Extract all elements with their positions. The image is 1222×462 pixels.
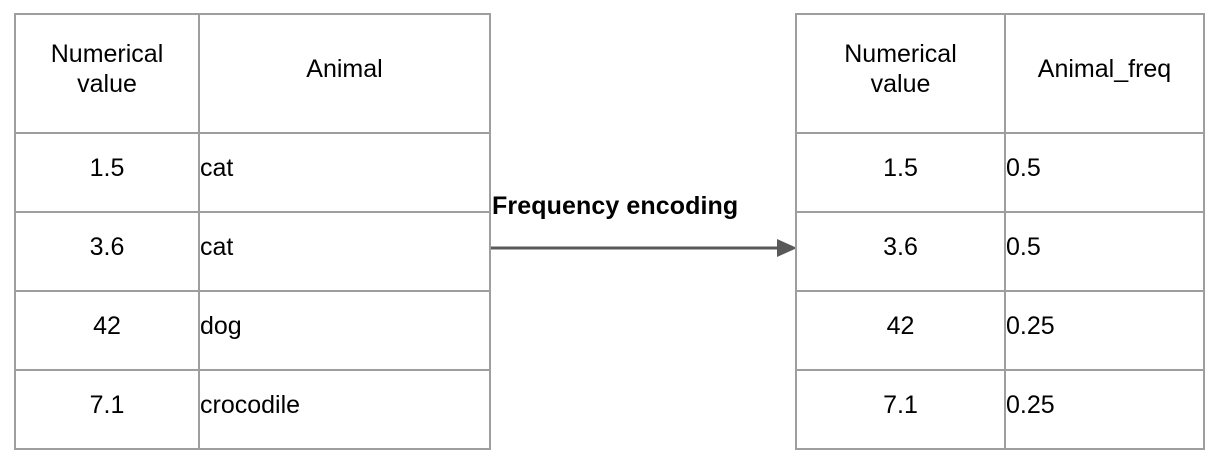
table-row: 3.6 cat [14, 211, 491, 292]
cell-numerical-value: 3.6 [14, 211, 200, 292]
column-header-animal-freq: Animal_freq [1004, 13, 1205, 134]
header-line-1: Numerical [50, 40, 164, 68]
cell-text: 42 [886, 311, 915, 340]
cell-text: dog [200, 311, 242, 340]
cell-text: 7.1 [89, 390, 125, 419]
table-row: 7.1 crocodile [14, 369, 491, 450]
header-line-1: Numerical [844, 40, 957, 68]
cell-text: 1.5 [89, 153, 125, 182]
cell-text: 1.5 [883, 153, 918, 182]
cell-text: cat [200, 153, 234, 182]
cell-animal-freq: 0.5 [1004, 211, 1205, 292]
header-line-1: Animal_freq [1037, 54, 1172, 83]
cell-numerical-value: 42 [14, 290, 200, 371]
cell-numerical-value: 1.5 [14, 132, 200, 213]
cell-numerical-value: 3.6 [795, 211, 1006, 292]
cell-text: cat [200, 232, 234, 261]
cell-text: crocodile [200, 390, 301, 419]
cell-animal: dog [198, 290, 491, 371]
table-row: 1.5 0.5 [795, 132, 1205, 213]
table-header-row: Numerical value Animal [14, 13, 491, 134]
table-row: 42 dog [14, 290, 491, 371]
source-table: Numerical value Animal 1.5 cat 3.6 [14, 13, 491, 450]
cell-animal-freq: 0.25 [1004, 369, 1205, 450]
arrow-label: Frequency encoding [492, 192, 739, 220]
cell-numerical-value: 1.5 [795, 132, 1006, 213]
column-header-animal: Animal [198, 13, 491, 134]
table-header-row: Numerical value Animal_freq [795, 13, 1205, 134]
encoded-table: Numerical value Animal_freq 1.5 0.5 3.6 [795, 13, 1205, 450]
cell-animal-freq: 0.25 [1004, 290, 1205, 371]
cell-numerical-value: 7.1 [14, 369, 200, 450]
cell-animal-freq: 0.5 [1004, 132, 1205, 213]
right-arrow-icon [491, 239, 797, 257]
table-row: 3.6 0.5 [795, 211, 1205, 292]
header-line-2: value [870, 69, 931, 98]
cell-text: 3.6 [89, 232, 125, 261]
column-header-numerical-value: Numerical value [14, 13, 200, 134]
column-header-numerical-value: Numerical value [795, 13, 1006, 134]
cell-text: 42 [93, 311, 121, 340]
header-line-1: Animal [306, 54, 383, 83]
cell-animal: cat [198, 132, 491, 213]
cell-text: 0.25 [1006, 390, 1055, 419]
cell-numerical-value: 7.1 [795, 369, 1006, 450]
table-row: 7.1 0.25 [795, 369, 1205, 450]
cell-text: 0.5 [1006, 232, 1041, 261]
header-line-2: value [77, 69, 137, 98]
table-row: 42 0.25 [795, 290, 1205, 371]
cell-text: 0.25 [1006, 311, 1055, 340]
table-row: 1.5 cat [14, 132, 491, 213]
cell-text: 3.6 [883, 232, 918, 261]
cell-animal: cat [198, 211, 491, 292]
cell-text: 0.5 [1006, 153, 1041, 182]
cell-animal: crocodile [198, 369, 491, 450]
cell-numerical-value: 42 [795, 290, 1006, 371]
cell-text: 7.1 [883, 390, 918, 419]
